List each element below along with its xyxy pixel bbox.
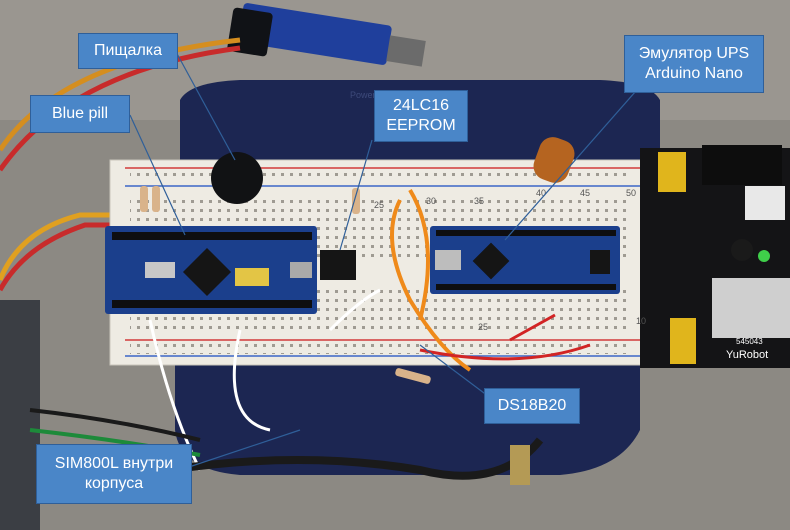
- col-num-35: 35: [474, 196, 484, 206]
- blue-pill-label: Blue pill: [30, 95, 130, 133]
- antenna-connector: [510, 445, 530, 485]
- col-num-25-bottom: 25: [478, 322, 488, 332]
- svg-text:Power USB: Power USB: [350, 90, 397, 100]
- col-num-10: 10: [636, 316, 646, 326]
- power-module-brand: YuRobot: [726, 349, 768, 361]
- col-num-45: 45: [580, 188, 590, 198]
- col-num-30: 30: [426, 196, 436, 206]
- arduino-nano: [430, 226, 620, 294]
- ups-emulator-label-text: Эмулятор UPS Arduino Nano: [638, 45, 750, 82]
- ds18b20-label-text: DS18B20: [497, 397, 567, 414]
- sim800l-label: SIM800L внутри корпуса: [36, 444, 192, 504]
- buzzer-label-text: Пищалка: [93, 42, 163, 59]
- ups-emulator-label: Эмулятор UPS Arduino Nano: [624, 35, 764, 93]
- eeprom-label: 24LC16 EEPROM: [374, 90, 468, 142]
- eeprom-chip: [320, 250, 356, 280]
- buzzer-label: Пищалка: [78, 33, 178, 69]
- col-num-40: 40: [536, 188, 546, 198]
- blue-pill-board: [105, 226, 317, 314]
- power-module-code: 545043: [736, 337, 763, 346]
- sim800l-label-text: SIM800L внутри корпуса: [54, 455, 174, 492]
- usb-stick: [227, 3, 426, 67]
- col-num-25: 25: [374, 200, 384, 210]
- buzzer-part: [211, 152, 263, 204]
- ds18b20-label: DS18B20: [484, 388, 580, 424]
- col-num-50: 50: [626, 188, 636, 198]
- power-module: YuRobot 545043: [640, 145, 790, 368]
- blue-pill-label-text: Blue pill: [51, 105, 109, 122]
- eeprom-label-text: 24LC16 EEPROM: [386, 97, 456, 134]
